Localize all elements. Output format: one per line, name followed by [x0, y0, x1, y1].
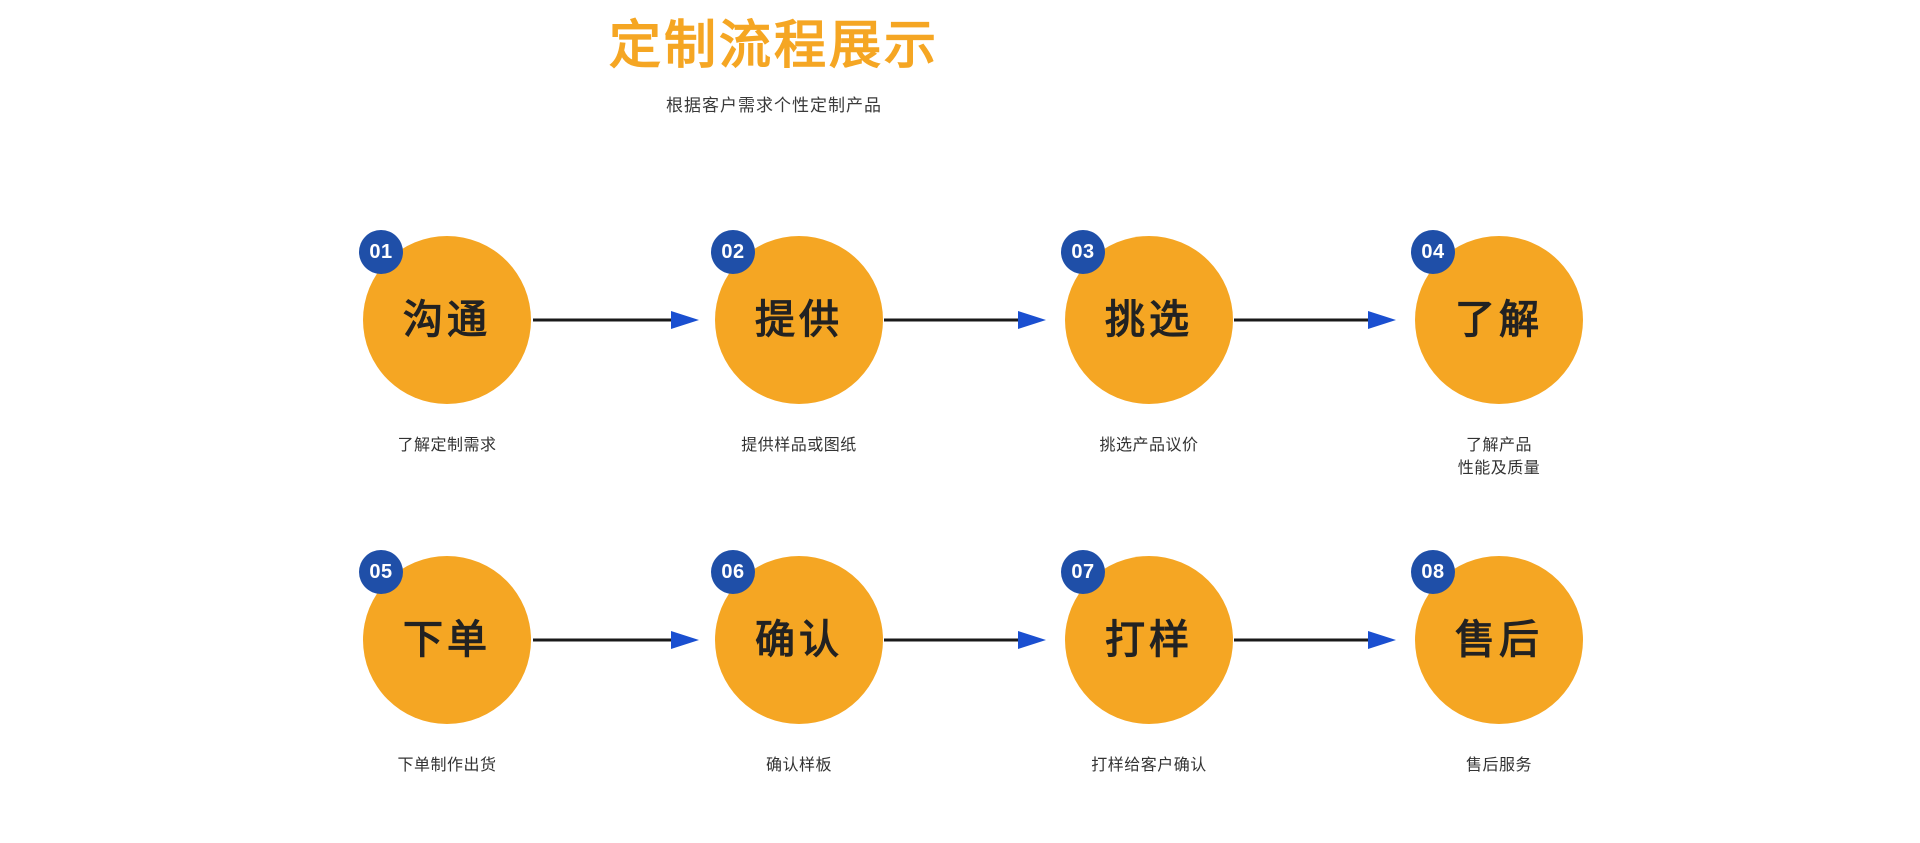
step-badge-01: 01: [359, 230, 403, 274]
step-number-01: 01: [369, 241, 393, 263]
step-caption-04: 了解产品 性能及质量: [1457, 437, 1541, 478]
step-badge-02: 02: [711, 230, 755, 274]
page-subtitle: 根据客户需求个性定制产品: [666, 96, 882, 116]
step-caption-07: 打样给客户确认: [1091, 757, 1207, 774]
step-circle-wrap-04: 04 了解: [1411, 230, 1583, 404]
step-circle-wrap-03: 03 挑选: [1061, 230, 1233, 404]
step-badge-07: 07: [1061, 550, 1105, 594]
step-number-02: 02: [721, 241, 745, 263]
flow-arrow-03-to-04: [1234, 311, 1396, 329]
step-number-03: 03: [1071, 241, 1095, 263]
flow-arrow-06-to-07: [884, 631, 1046, 649]
process-step-02[interactable]: 02 提供 提供样品或图纸: [694, 230, 904, 457]
process-step-06[interactable]: 06 确认 确认样板: [694, 550, 904, 777]
flow-arrow-01-to-02: [533, 311, 699, 329]
process-step-07[interactable]: 07 打样 打样给客户确认: [1044, 550, 1254, 777]
step-number-04: 04: [1421, 241, 1445, 263]
step-label-03: 挑选: [1105, 298, 1193, 342]
step-label-01: 沟通: [403, 298, 491, 342]
step-badge-08: 08: [1411, 550, 1455, 594]
step-circle-wrap-02: 02 提供: [711, 230, 883, 404]
flow-arrow-07-to-08: [1234, 631, 1396, 649]
page-title: 定制流程展示: [608, 17, 939, 75]
step-badge-04: 04: [1411, 230, 1455, 274]
step-circle-wrap-05: 05 下单: [359, 550, 531, 724]
step-label-04: 了解: [1455, 298, 1543, 342]
step-circle-wrap-01: 01 沟通: [359, 230, 531, 404]
page-header: 定制流程展示 根据客户需求个性定制产品: [0, 0, 1548, 117]
step-caption-02: 提供样品或图纸: [741, 437, 857, 454]
step-circle-wrap-08: 08 售后: [1411, 550, 1583, 724]
step-number-05: 05: [369, 561, 393, 583]
process-step-05[interactable]: 05 下单 下单制作出货: [342, 550, 552, 777]
step-label-05: 下单: [403, 618, 491, 662]
step-number-07: 07: [1071, 561, 1095, 583]
step-label-07: 打样: [1105, 618, 1193, 662]
step-label-08: 售后: [1455, 618, 1543, 662]
step-caption-08: 售后服务: [1465, 757, 1532, 774]
process-step-01[interactable]: 01 沟通 了解定制需求: [342, 230, 552, 457]
step-number-06: 06: [721, 561, 745, 583]
step-circle-02[interactable]: 提供: [715, 236, 883, 404]
step-circle-wrap-07: 07 打样: [1061, 550, 1233, 724]
step-label-02: 提供: [755, 298, 843, 342]
flow-arrow-05-to-06: [533, 631, 699, 649]
step-badge-06: 06: [711, 550, 755, 594]
step-caption-05: 下单制作出货: [397, 757, 497, 774]
step-number-08: 08: [1421, 561, 1445, 583]
step-caption-03: 挑选产品议价: [1099, 437, 1199, 454]
step-badge-05: 05: [359, 550, 403, 594]
process-step-04[interactable]: 04 了解 了解产品 性能及质量: [1394, 230, 1604, 480]
step-circle-wrap-06: 06 确认: [711, 550, 883, 724]
step-badge-03: 03: [1061, 230, 1105, 274]
step-caption-01: 了解定制需求: [397, 437, 497, 454]
step-caption-06: 确认样板: [765, 757, 832, 774]
process-step-03[interactable]: 03 挑选 挑选产品议价: [1044, 230, 1254, 457]
process-step-08[interactable]: 08 售后 售后服务: [1394, 550, 1604, 777]
step-label-06: 确认: [755, 618, 843, 662]
flow-arrow-02-to-03: [884, 311, 1046, 329]
